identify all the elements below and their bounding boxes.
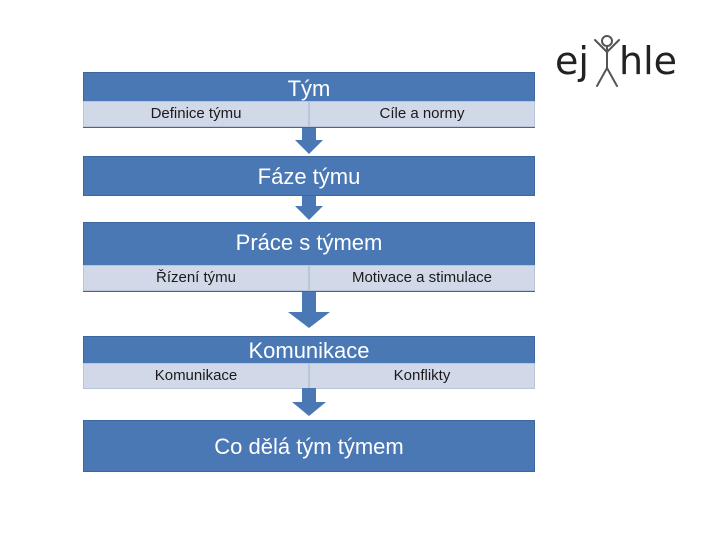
sub-box-konflikty: Konflikty (309, 363, 535, 389)
logo-text-left: ej (555, 39, 589, 83)
step-title: Tým (287, 76, 331, 101)
step-title: Komunikace (248, 338, 370, 363)
step-bar-faze-tymu: Fáze týmu (83, 156, 535, 196)
stick-figure-icon (594, 35, 620, 87)
sub-box-komunikace: Komunikace (83, 363, 309, 389)
sub-box-rizeni-tymu: Řízení týmu (83, 265, 309, 291)
step-bar-co-dela-tym-tymem: Co dělá tým týmem (83, 420, 535, 472)
sub-box-definice-tymu: Definice týmu (83, 101, 309, 127)
ejhle-logo: ej hle (555, 35, 677, 87)
step-title: Práce s týmem (235, 230, 383, 255)
sub-box-cile-a-normy: Cíle a normy (309, 101, 535, 127)
step-title: Fáze týmu (257, 164, 361, 189)
logo-text-right: hle (619, 39, 677, 83)
step-title: Co dělá tým týmem (214, 434, 404, 459)
sub-box-motivace-a-stimulace: Motivace a stimulace (309, 265, 535, 291)
